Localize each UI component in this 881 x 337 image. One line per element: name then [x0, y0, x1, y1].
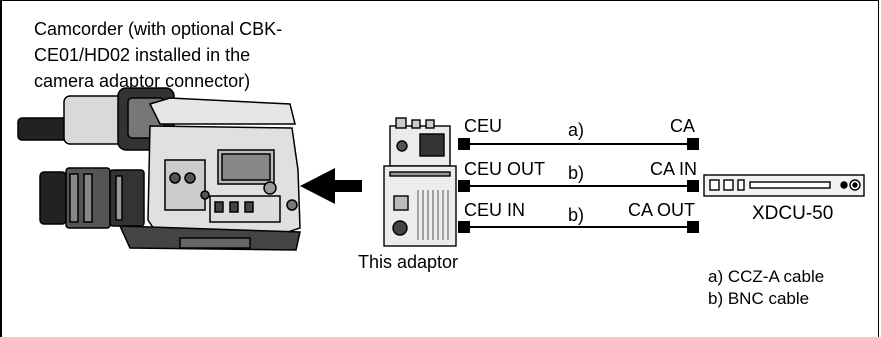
camcorder-caption-line: camera adaptor connector) — [34, 71, 251, 91]
cable-legend: a) CCZ-A cable b) BNC cable — [708, 266, 824, 310]
device-label: XDCU-50 — [752, 203, 834, 224]
cable-connector — [687, 221, 699, 233]
camcorder-caption-line: Camcorder (with optional CBK- — [34, 19, 283, 39]
connection-left-label: CEU — [464, 116, 503, 136]
camcorder-caption: Camcorder (with optional CBK- CE01/HD02 … — [34, 16, 334, 94]
connection-arrow — [300, 168, 362, 204]
cable-connector — [687, 180, 699, 192]
legend-item: a) CCZ-A cable — [708, 267, 825, 286]
connection-right-label: CA — [670, 116, 696, 136]
adaptor-illustration — [383, 117, 457, 247]
connection-cable-label: a) — [568, 120, 585, 140]
camcorder-caption-line: CE01/HD02 installed in the — [34, 45, 251, 65]
camcorder-illustration — [17, 87, 301, 251]
connection-right-label: CA IN — [650, 159, 698, 179]
cable-connector — [687, 138, 699, 150]
connection-cable-label: b) — [568, 205, 585, 225]
cable-connector — [458, 180, 470, 192]
cable-connector — [458, 221, 470, 233]
cables — [458, 138, 699, 233]
connection-left-label: CEU IN — [464, 200, 526, 220]
connection-left-label: CEU OUT — [464, 159, 545, 179]
xdcu-50-illustration — [703, 174, 865, 197]
cable-connector — [458, 138, 470, 150]
adaptor-label: This adaptor — [358, 252, 459, 272]
connection-right-label: CA OUT — [628, 200, 696, 220]
connection-cable-label: b) — [568, 163, 585, 183]
legend-item: b) BNC cable — [708, 289, 810, 308]
